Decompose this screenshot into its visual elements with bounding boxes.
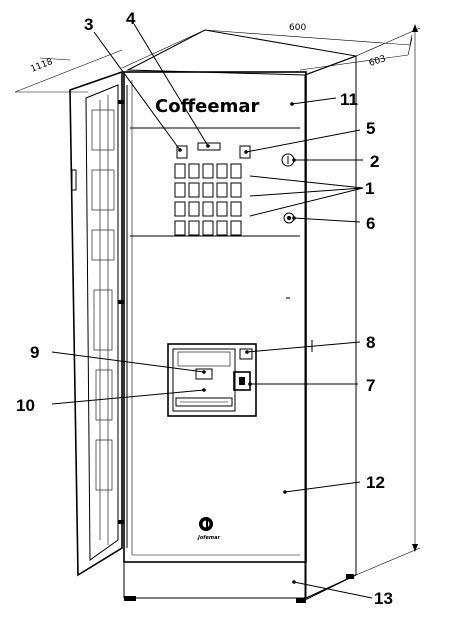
dimension-door-open: 1118 <box>29 57 54 75</box>
selection-button <box>188 201 200 217</box>
selection-button <box>202 201 214 217</box>
dimension-depth: 603 <box>368 54 387 69</box>
jofemar-logo <box>199 517 213 531</box>
selection-button <box>230 182 242 198</box>
selection-button <box>174 163 186 179</box>
callout-7: 7 <box>366 376 375 395</box>
side-button-left <box>176 145 188 159</box>
selection-button <box>202 182 214 198</box>
callout-3: 3 <box>84 15 93 34</box>
cup-sensor <box>239 348 253 360</box>
selection-button <box>202 163 214 179</box>
selection-button <box>188 220 200 236</box>
key-lock <box>233 371 251 391</box>
callout-6: 6 <box>366 214 375 233</box>
selection-button <box>216 163 228 179</box>
callout-13: 13 <box>374 589 393 608</box>
selection-button <box>216 182 228 198</box>
cup-dispenser <box>167 343 257 417</box>
cabinet-body <box>123 29 358 603</box>
callout-10: 10 <box>16 396 35 415</box>
callout-9: 9 <box>30 343 39 362</box>
callout-12: 12 <box>366 473 385 492</box>
leader-lines <box>51 23 373 599</box>
side-button-right <box>239 145 251 159</box>
logo-text: Jofemar <box>197 535 220 541</box>
cup-holder <box>195 368 213 380</box>
selection-button <box>202 220 214 236</box>
callout-2: 2 <box>370 152 379 171</box>
selection-button-grid <box>174 163 242 236</box>
callout-8: 8 <box>366 333 375 352</box>
selection-button <box>174 201 186 217</box>
display-screen <box>197 142 221 151</box>
selection-button <box>174 182 186 198</box>
selection-button <box>230 201 242 217</box>
selection-button <box>230 163 242 179</box>
drip-tray <box>175 397 233 407</box>
callout-dots <box>178 102 296 584</box>
callout-4: 4 <box>126 9 136 28</box>
selection-button <box>174 220 186 236</box>
selection-button <box>230 220 242 236</box>
selection-button <box>188 182 200 198</box>
selection-button <box>188 163 200 179</box>
open-door <box>69 70 128 577</box>
callout-5: 5 <box>366 119 375 138</box>
dimension-lines <box>14 24 421 576</box>
dimension-width: 600 <box>289 23 306 33</box>
upper-panel <box>130 127 300 237</box>
selection-button <box>216 201 228 217</box>
callout-1: 1 <box>365 179 374 198</box>
callout-11: 11 <box>340 90 358 109</box>
brand-label: Coffeemar <box>155 96 259 117</box>
selection-button <box>216 220 228 236</box>
